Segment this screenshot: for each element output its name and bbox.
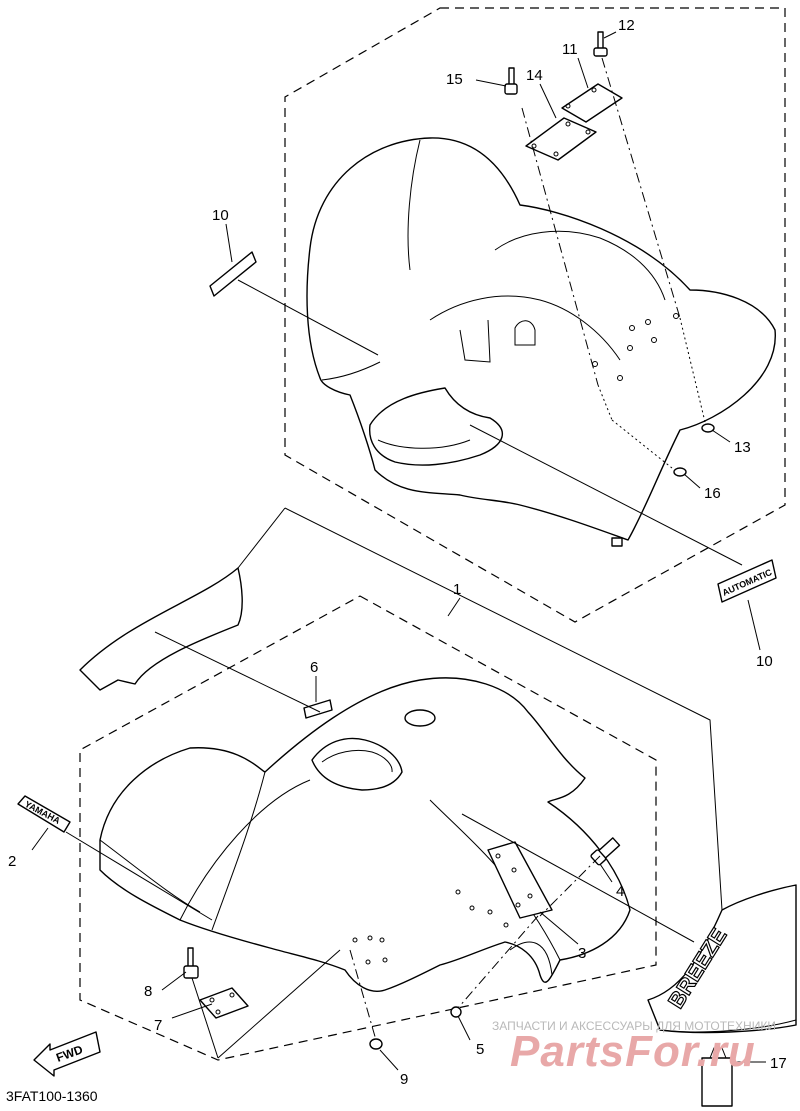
rear-fender[interactable] xyxy=(306,137,776,541)
washer-13[interactable] xyxy=(701,423,715,433)
rivet-12[interactable] xyxy=(593,31,608,57)
fwd-arrow: FWD xyxy=(33,1031,101,1077)
washer-9[interactable] xyxy=(369,1038,383,1050)
diagram-code: 3FAT100-1360 xyxy=(6,1088,98,1104)
watermark: ЗАПЧАСТИ И АКСЕССУАРЫ ДЛЯ МОТОТЕХНИКИ Pa… xyxy=(492,1019,776,1076)
front-group-boundary xyxy=(79,595,657,1061)
assembly-1-outline xyxy=(284,507,723,911)
decal-6[interactable] xyxy=(303,699,333,719)
decal-yamaha[interactable]: YAMAHA xyxy=(17,795,71,833)
callout-2: 2 xyxy=(8,853,16,870)
callout-12: 12 xyxy=(618,17,635,34)
callout-3: 3 xyxy=(578,945,586,962)
callout-4: 4 xyxy=(616,883,624,900)
callout-14: 14 xyxy=(526,67,543,84)
callout-16: 16 xyxy=(704,485,721,502)
callout-5: 5 xyxy=(476,1041,484,1058)
fender-side-flap[interactable] xyxy=(79,567,243,691)
plate-3[interactable] xyxy=(487,841,553,919)
front-fender-holes xyxy=(352,889,509,965)
front-fender-group: YAMAHA BREEZE FWD xyxy=(17,507,797,1107)
rear-fender-group: AUTOMATIC xyxy=(209,7,786,623)
callout-1: 1 xyxy=(453,581,461,598)
callout-17: 17 xyxy=(770,1055,787,1072)
callout-6: 6 xyxy=(310,659,318,676)
decal-10-upper[interactable] xyxy=(209,251,257,297)
front-fender-cap-hole xyxy=(404,709,436,727)
rear-fender-storage-tray xyxy=(368,387,503,466)
decal-yamaha-text: YAMAHA xyxy=(23,799,62,826)
plate-11[interactable] xyxy=(561,83,623,123)
rivet-15[interactable] xyxy=(504,67,518,95)
callout-9: 9 xyxy=(400,1071,408,1088)
rear-group-boundary xyxy=(284,7,786,623)
callout-7: 7 xyxy=(154,1017,162,1034)
watermark-logo: PartsFor.ru xyxy=(510,1027,756,1076)
callout-leaders xyxy=(31,31,766,1071)
plate-7[interactable] xyxy=(199,987,249,1019)
watermark-tagline: ЗАПЧАСТИ И АКСЕССУАРЫ ДЛЯ МОТОТЕХНИКИ xyxy=(492,1019,776,1033)
decal-automatic[interactable]: AUTOMATIC xyxy=(717,559,777,603)
label-17[interactable] xyxy=(701,1047,733,1107)
rear-fender-mount-tab xyxy=(611,537,623,547)
plate-14[interactable] xyxy=(525,117,597,161)
front-fender[interactable] xyxy=(99,677,631,992)
front-fender-seat-opening xyxy=(311,737,403,791)
callout-numbers: 1 2 3 4 5 6 7 8 9 10 10 11 12 13 14 15 1… xyxy=(8,17,787,1088)
callout-10-lower: 10 xyxy=(756,653,773,670)
washer-5[interactable] xyxy=(450,1006,462,1018)
rivet-8[interactable] xyxy=(183,947,199,979)
rear-fender-holes xyxy=(592,313,679,381)
washer-16[interactable] xyxy=(673,467,687,477)
callout-8: 8 xyxy=(144,983,152,1000)
callout-13: 13 xyxy=(734,439,751,456)
callout-11: 11 xyxy=(562,41,578,58)
callout-15: 15 xyxy=(446,71,463,88)
callout-10-upper: 10 xyxy=(212,207,229,224)
